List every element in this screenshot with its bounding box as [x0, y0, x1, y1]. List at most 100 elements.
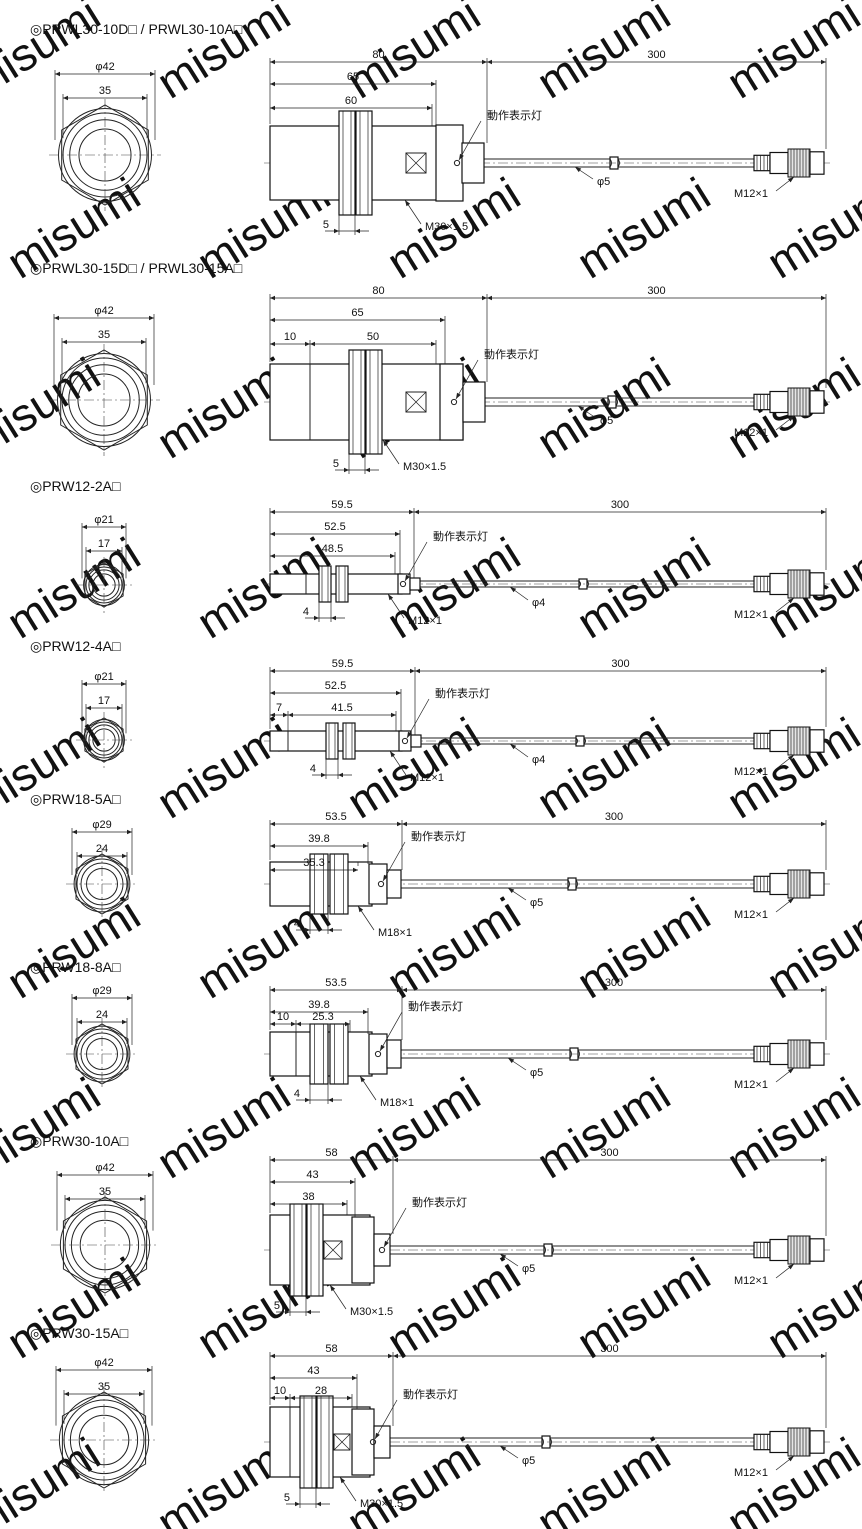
- m12-connector: [753, 869, 825, 899]
- leader-arrowhead: [380, 1044, 385, 1051]
- watermark-text: misumi: [148, 0, 299, 108]
- dimension-arrowhead: [72, 829, 77, 835]
- dimension-arrowhead: [117, 705, 122, 711]
- cable-gland: [462, 381, 486, 423]
- callout-label: 動作表示灯: [408, 999, 463, 1013]
- leader-line: [458, 120, 482, 161]
- m12-connector: [753, 387, 825, 417]
- leader-callout: φ5: [577, 405, 613, 427]
- dimension-arrowhead: [391, 712, 396, 718]
- dimension-arrowhead: [415, 668, 420, 674]
- leader-line: [379, 1011, 403, 1052]
- dimension-arrowhead: [150, 71, 155, 77]
- dimension-arrowhead: [64, 1391, 69, 1397]
- dimension-arrowhead: [63, 95, 68, 101]
- cable-gland: [461, 142, 485, 184]
- connector-body: [769, 572, 789, 596]
- hex-nut-outline: [61, 104, 149, 206]
- callout-label: 動作表示灯: [484, 347, 539, 361]
- callout-label: M12×1: [734, 609, 768, 621]
- nut-thickness-label: 4: [303, 606, 309, 618]
- dimension-arrowhead: [270, 531, 275, 537]
- dimension-label: φ21: [94, 671, 113, 683]
- leader-callout: M12×1: [734, 1263, 795, 1287]
- dimension-arrowhead: [270, 690, 275, 696]
- callout-label: φ5: [530, 1067, 543, 1079]
- dimension-arrowhead: [270, 105, 275, 111]
- nut-thickness-label: 4: [294, 1088, 300, 1100]
- hex-nut-outline: [61, 1391, 147, 1489]
- leader-callout: φ5: [507, 1057, 543, 1079]
- dimension-label: 17: [98, 695, 110, 707]
- hex-nut-outline: [75, 1023, 129, 1085]
- callout-label: M18×1: [378, 927, 412, 939]
- watermark-text: misumi: [148, 1067, 299, 1188]
- connector-tip: [809, 1430, 825, 1454]
- dimension-label: 300: [647, 285, 665, 297]
- dimension-arrowhead: [56, 1367, 61, 1373]
- horizontal-dimension: 24: [76, 843, 128, 874]
- watermark-text: misumi: [758, 1247, 862, 1368]
- leader-line: [406, 698, 430, 739]
- hex-nut: [318, 565, 332, 603]
- dimension-arrowhead: [86, 548, 91, 554]
- hex-nut: [365, 349, 383, 455]
- leader-line: [383, 1207, 407, 1248]
- hex-nut: [299, 1395, 317, 1489]
- dimension-label: 48.5: [322, 543, 343, 555]
- dimension-label: φ42: [94, 1357, 113, 1369]
- connector-tip: [809, 1238, 825, 1262]
- leader-arrowhead: [456, 392, 461, 399]
- dimension-arrowhead: [821, 1353, 826, 1359]
- leader-arrowhead: [358, 906, 364, 913]
- dimension-arrowhead: [270, 509, 275, 515]
- dimension-arrowhead: [140, 1196, 145, 1202]
- dimension-label: 28: [315, 1385, 327, 1397]
- horizontal-dimension: 35: [64, 1186, 146, 1229]
- hex-nut-outline: [62, 1196, 148, 1294]
- leader-callout: M12×1: [387, 593, 442, 627]
- callout-label: φ5: [600, 415, 613, 427]
- watermark-text: misumi: [338, 1067, 489, 1188]
- m12-connector: [753, 148, 825, 178]
- horizontal-dimension: 35: [61, 329, 147, 384]
- horizontal-dimension: 39.8: [270, 833, 368, 849]
- watermark-text: misumi: [338, 0, 489, 108]
- indicator-window-cross: [323, 1240, 343, 1260]
- dimension-label: 58: [325, 1343, 337, 1355]
- hex-nut: [329, 1023, 349, 1085]
- rear-cap: [435, 124, 464, 202]
- dimension-arrowhead: [331, 615, 336, 621]
- sensing-face-circle: [78, 128, 132, 182]
- dimension-arrowhead: [270, 668, 275, 674]
- horizontal-dimension: 43: [270, 1365, 357, 1381]
- connector-body: [769, 1238, 789, 1262]
- leader-line: [404, 541, 428, 582]
- dimension-arrowhead: [363, 1009, 368, 1015]
- leader-arrowhead: [384, 1240, 389, 1247]
- watermark-text: misumi: [148, 707, 299, 828]
- leader-callout: 動作表示灯: [455, 347, 539, 400]
- dimension-arrowhead: [270, 867, 275, 873]
- dimension-arrowhead: [431, 81, 436, 87]
- horizontal-dimension: 58: [270, 1343, 393, 1359]
- dimension-label: 65: [347, 71, 359, 83]
- indicator-lamp: [378, 1246, 386, 1254]
- dimension-arrowhead: [117, 548, 122, 554]
- dimension-label: 300: [600, 1147, 618, 1159]
- dimension-label: 53.5: [325, 811, 346, 823]
- watermark-text: misumi: [0, 527, 149, 648]
- dimension-arrowhead: [270, 1157, 275, 1163]
- callout-label: M30×1.5: [350, 1306, 393, 1318]
- horizontal-dimension: φ42: [56, 1162, 154, 1231]
- dimension-label: 38: [302, 1191, 314, 1203]
- callout-label: M30×1.5: [360, 1498, 403, 1510]
- dimension-arrowhead: [402, 821, 407, 827]
- horizontal-dimension: 59.5: [270, 499, 414, 515]
